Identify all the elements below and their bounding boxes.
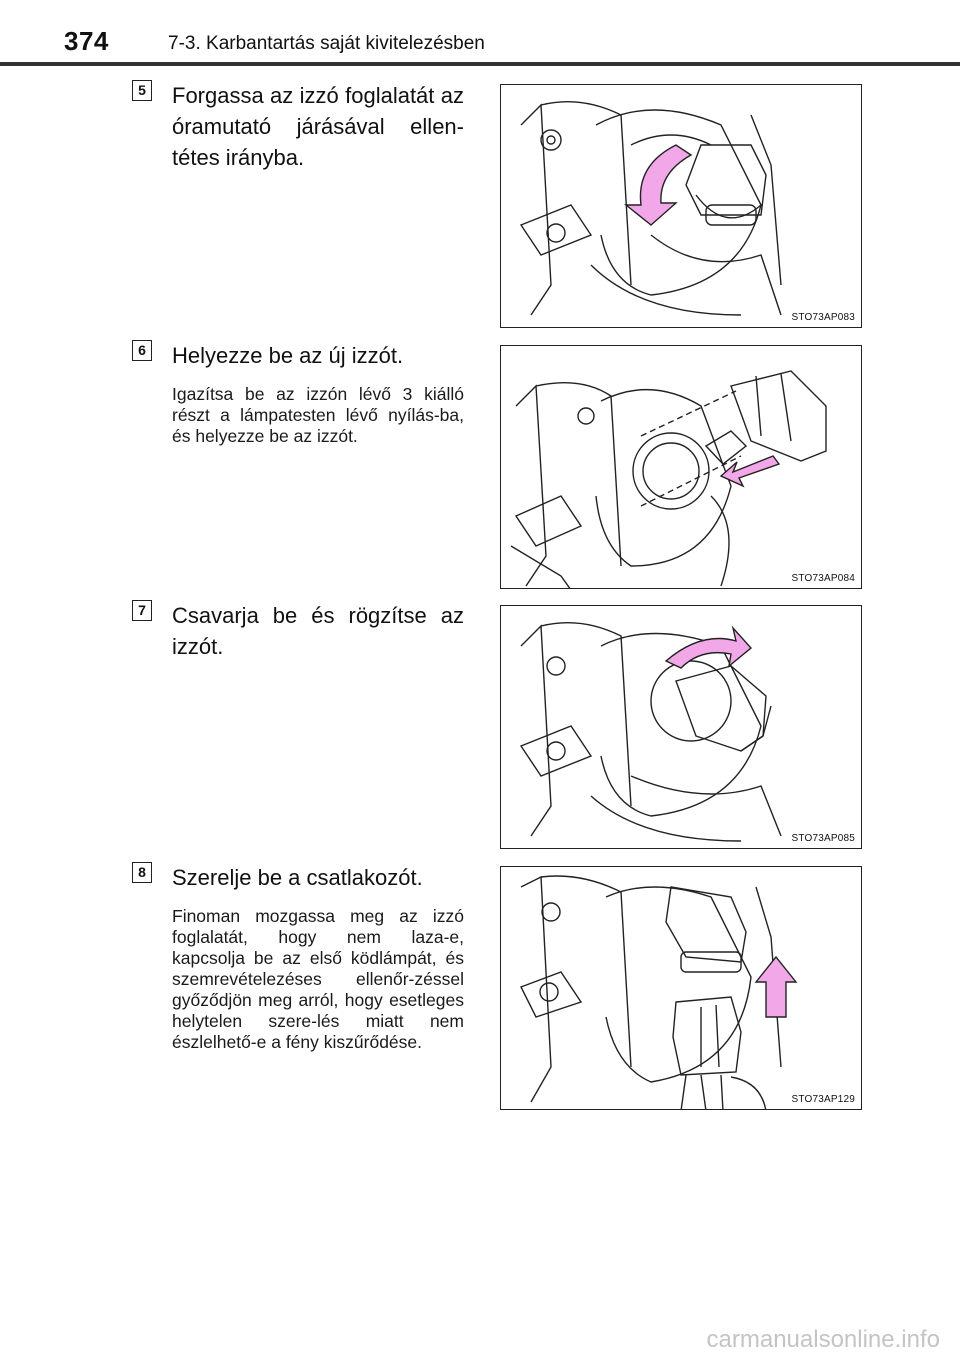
step-instruction: Csavarja be és rögzítse az izzót. xyxy=(172,603,464,659)
fog-lamp-bulb-illustration xyxy=(510,370,827,588)
figure-code: STO73AP085 xyxy=(791,833,855,844)
watermark: carmanualsonline.info xyxy=(706,1326,940,1353)
figure-step-8: STO73AP129 xyxy=(500,866,862,1110)
step-instruction: Helyezze be az új izzót. xyxy=(172,343,404,368)
step-8: 8 Szerelje be a csatlakozót. Finoman moz… xyxy=(132,862,464,1112)
section-title: 7-3. Karbantartás saját kivitelezésben xyxy=(168,33,485,54)
step-number: 8 xyxy=(132,862,152,883)
figure-code: STO73AP083 xyxy=(791,312,855,323)
step-number: 5 xyxy=(132,80,152,101)
step-5: 5 Forgassa az izzó foglalatát az óramuta… xyxy=(132,80,464,310)
step-number: 6 xyxy=(132,340,152,361)
step-instruction: Szerelje be a csatlakozót. xyxy=(172,865,423,890)
fog-lamp-bulb-illustration xyxy=(519,101,782,316)
figure-code: STO73AP129 xyxy=(791,1094,855,1105)
step-detail: Finoman mozgassa meg az izzó foglalatát,… xyxy=(172,906,464,1052)
figure-code: STO73AP084 xyxy=(791,573,855,584)
step-7: 7 Csavarja be és rögzítse az izzót. xyxy=(132,600,464,840)
step-6: 6 Helyezze be az új izzót. Igazítsa be a… xyxy=(132,340,464,580)
step-number: 7 xyxy=(132,600,152,621)
header-divider xyxy=(0,62,960,66)
fog-lamp-bulb-illustration xyxy=(519,622,782,842)
step-instruction: Forgassa az izzó foglalatát az óramutató… xyxy=(172,83,464,170)
page-number: 374 xyxy=(64,26,109,56)
figure-step-6: STO73AP084 xyxy=(500,345,862,589)
fog-lamp-connector-illustration xyxy=(520,875,798,1109)
figure-step-7: STO73AP085 xyxy=(500,605,862,849)
step-detail: Igazítsa be az izzón lévő 3 kiálló részt… xyxy=(172,384,464,446)
figure-step-5: STO73AP083 xyxy=(500,84,862,328)
